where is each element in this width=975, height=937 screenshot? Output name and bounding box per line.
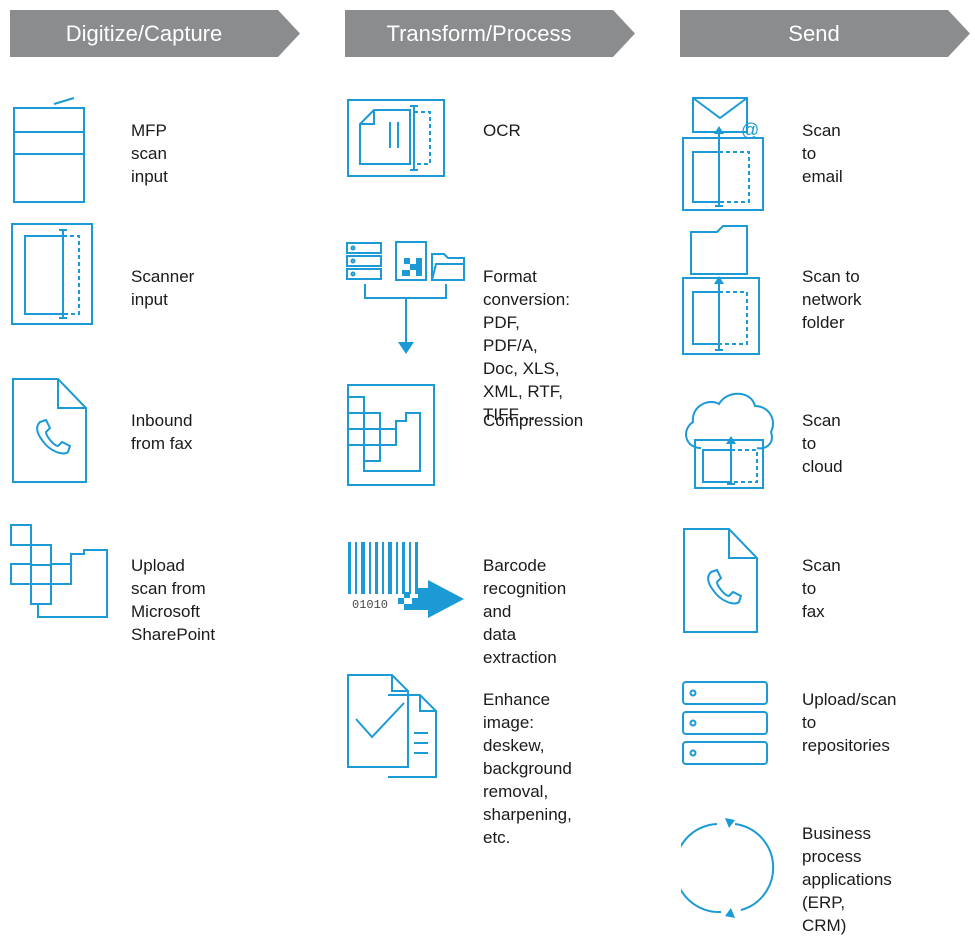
item-label: OCR <box>483 121 521 140</box>
sharepoint-blocks-icon <box>10 524 108 618</box>
mfp-printer-icon <box>13 97 85 203</box>
barcode-digits: 01010 <box>352 598 388 612</box>
scan-fax-icon <box>683 528 758 633</box>
header-chevron-shape <box>345 10 635 57</box>
compression-icon <box>347 384 435 486</box>
header-send: Send <box>680 10 970 57</box>
item-label: Enhance image: deskew, background remova… <box>483 690 572 847</box>
item-label: Inbound from fax <box>131 411 193 453</box>
item-label: Upload scan from Microsoft SharePoint <box>131 556 216 644</box>
item-label: Format conversion: PDF, PDF/A, Doc, XLS,… <box>483 267 570 424</box>
at-symbol: @ <box>741 120 759 140</box>
header-chevron-shape <box>680 10 970 57</box>
repository-icon <box>682 681 768 765</box>
item-label: Business process applications (ERP, CRM) <box>802 824 892 935</box>
item-label: Scanner input <box>131 267 195 309</box>
header-digitize-capture: Digitize/Capture <box>10 10 300 57</box>
header-label: Transform/Process <box>386 21 572 46</box>
scan-cloud-icon <box>685 392 774 489</box>
scan-email-icon: @ <box>682 97 764 211</box>
cycle-icon <box>681 818 775 918</box>
enhance-check-icon <box>347 674 437 778</box>
fax-document-icon <box>12 378 87 483</box>
item-label: MFP scan input <box>131 121 168 186</box>
item-label: Compression <box>483 411 584 430</box>
item-label: Barcode recognition and data extraction <box>483 556 567 667</box>
item-label: Scan to network folder <box>802 267 862 332</box>
item-label: Upload/scan to repositories <box>802 690 897 755</box>
format-conversion-icon <box>346 241 465 354</box>
header-label: Send <box>788 21 840 46</box>
item-label: Scan to email <box>802 121 843 186</box>
scan-folder-icon <box>682 225 760 355</box>
item-label: Scan to fax <box>802 556 841 621</box>
header-chevron-shape <box>10 10 300 57</box>
flatbed-scanner-icon <box>11 223 93 325</box>
header-label: Digitize/Capture <box>65 21 223 46</box>
ocr-icon <box>347 99 445 177</box>
item-label: Scan to cloud <box>802 411 843 476</box>
header-transform-process: Transform/Process <box>345 10 635 57</box>
barcode-icon: 01010 <box>348 542 464 618</box>
